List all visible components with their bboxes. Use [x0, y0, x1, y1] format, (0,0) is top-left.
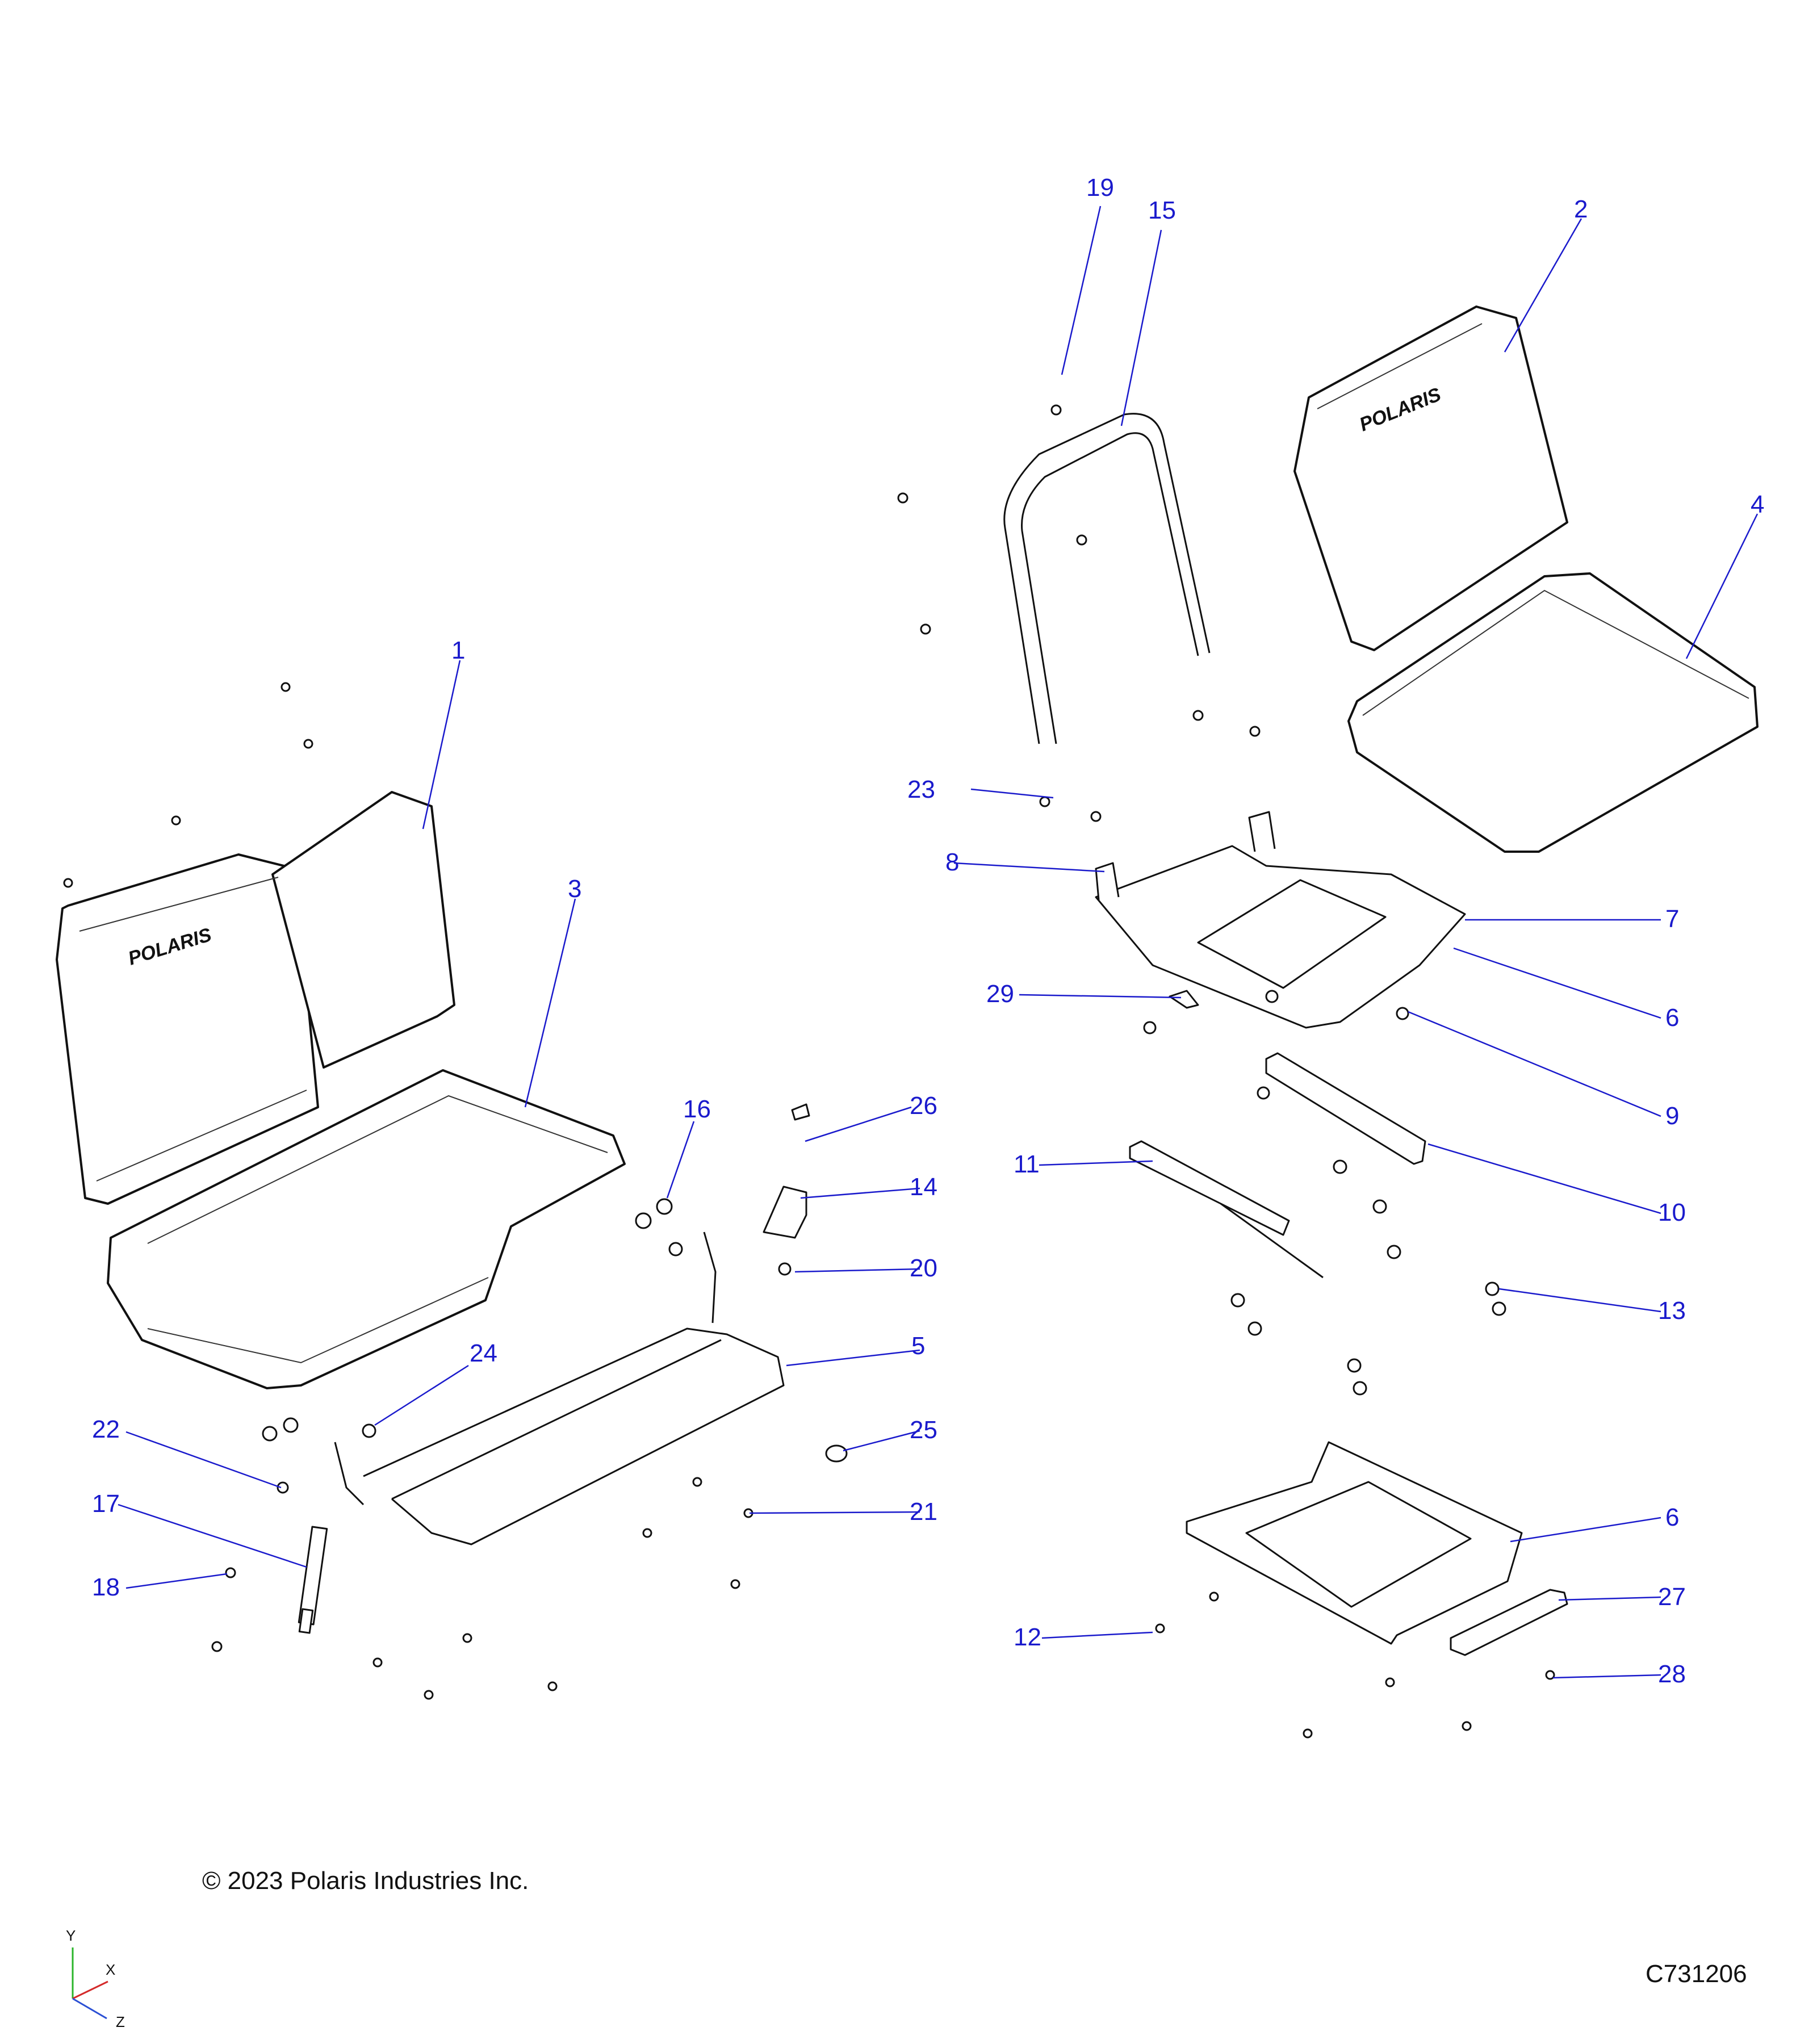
callout-5: 5: [911, 1332, 925, 1360]
callout-6-lower: 6: [1665, 1503, 1679, 1531]
callout-15: 15: [1148, 196, 1176, 224]
slider-rail: [1265, 1052, 1426, 1165]
callout-17: 17: [92, 1490, 120, 1518]
strap-bracket: [1450, 1589, 1568, 1656]
callout-7: 7: [1665, 905, 1679, 933]
pivot-bracket: [763, 1186, 807, 1239]
slider-with-handle: [1129, 1140, 1324, 1279]
copyright-text: © 2023 Polaris Industries Inc.: [202, 1867, 529, 1895]
axis-z-label: Z: [116, 2013, 125, 2030]
callout-20: 20: [910, 1254, 937, 1282]
bench-frame: [334, 1232, 785, 1545]
callout-8: 8: [945, 848, 959, 876]
axis-x-label: X: [106, 1961, 115, 1978]
callout-24: 24: [470, 1339, 497, 1367]
axis-y-label: Y: [66, 1927, 76, 1944]
left-hardware: [63, 682, 848, 1700]
bucket-seat-back: POLARIS: [1293, 305, 1568, 651]
callout-18: 18: [92, 1573, 120, 1601]
callout-1: 1: [451, 636, 465, 664]
callout-14: 14: [910, 1173, 937, 1201]
callout-13: 13: [1658, 1297, 1686, 1325]
callout-16: 16: [683, 1095, 711, 1123]
callout-19: 19: [1086, 174, 1114, 202]
callout-28: 28: [1658, 1660, 1686, 1688]
callout-12: 12: [1014, 1623, 1041, 1651]
callout-21: 21: [910, 1498, 937, 1526]
callout-29: 29: [986, 980, 1014, 1008]
callout-10: 10: [1658, 1199, 1686, 1226]
bench-seat-bottom: [107, 1069, 626, 1389]
callout-25: 25: [910, 1416, 937, 1444]
bench-seat-back: POLARIS: [56, 791, 455, 1205]
spring: [1169, 990, 1199, 1009]
gas-strut: [298, 1526, 328, 1634]
callout-11: 11: [1014, 1150, 1040, 1178]
callout-labels: 1 2 3 4 5 6 6 7 8 9 10 11 12 13 14 15 16…: [92, 174, 1764, 1688]
axis-x-line: [72, 1980, 108, 2000]
callout-leaders: [118, 206, 1759, 1679]
callout-6-upper: 6: [1665, 1004, 1679, 1032]
callout-4: 4: [1751, 491, 1764, 518]
seat-pan-upper: [1095, 811, 1466, 1029]
grab-bar: [1003, 413, 1211, 744]
callout-3: 3: [568, 875, 581, 903]
bucket-seat-bottom: [1347, 572, 1759, 853]
callout-2: 2: [1574, 195, 1588, 223]
axis-z-line: [72, 1997, 107, 2020]
mounting-plate-lower: [1186, 1441, 1523, 1645]
callout-9: 9: [1665, 1102, 1679, 1130]
axis-triad: Y X Z: [66, 1927, 125, 2030]
callout-27: 27: [1658, 1583, 1686, 1611]
callout-26: 26: [910, 1092, 937, 1120]
callout-22: 22: [92, 1415, 120, 1443]
right-hardware: [897, 404, 1555, 1739]
callout-23: 23: [907, 776, 935, 803]
drawing-number: C731206: [1646, 1960, 1747, 1988]
